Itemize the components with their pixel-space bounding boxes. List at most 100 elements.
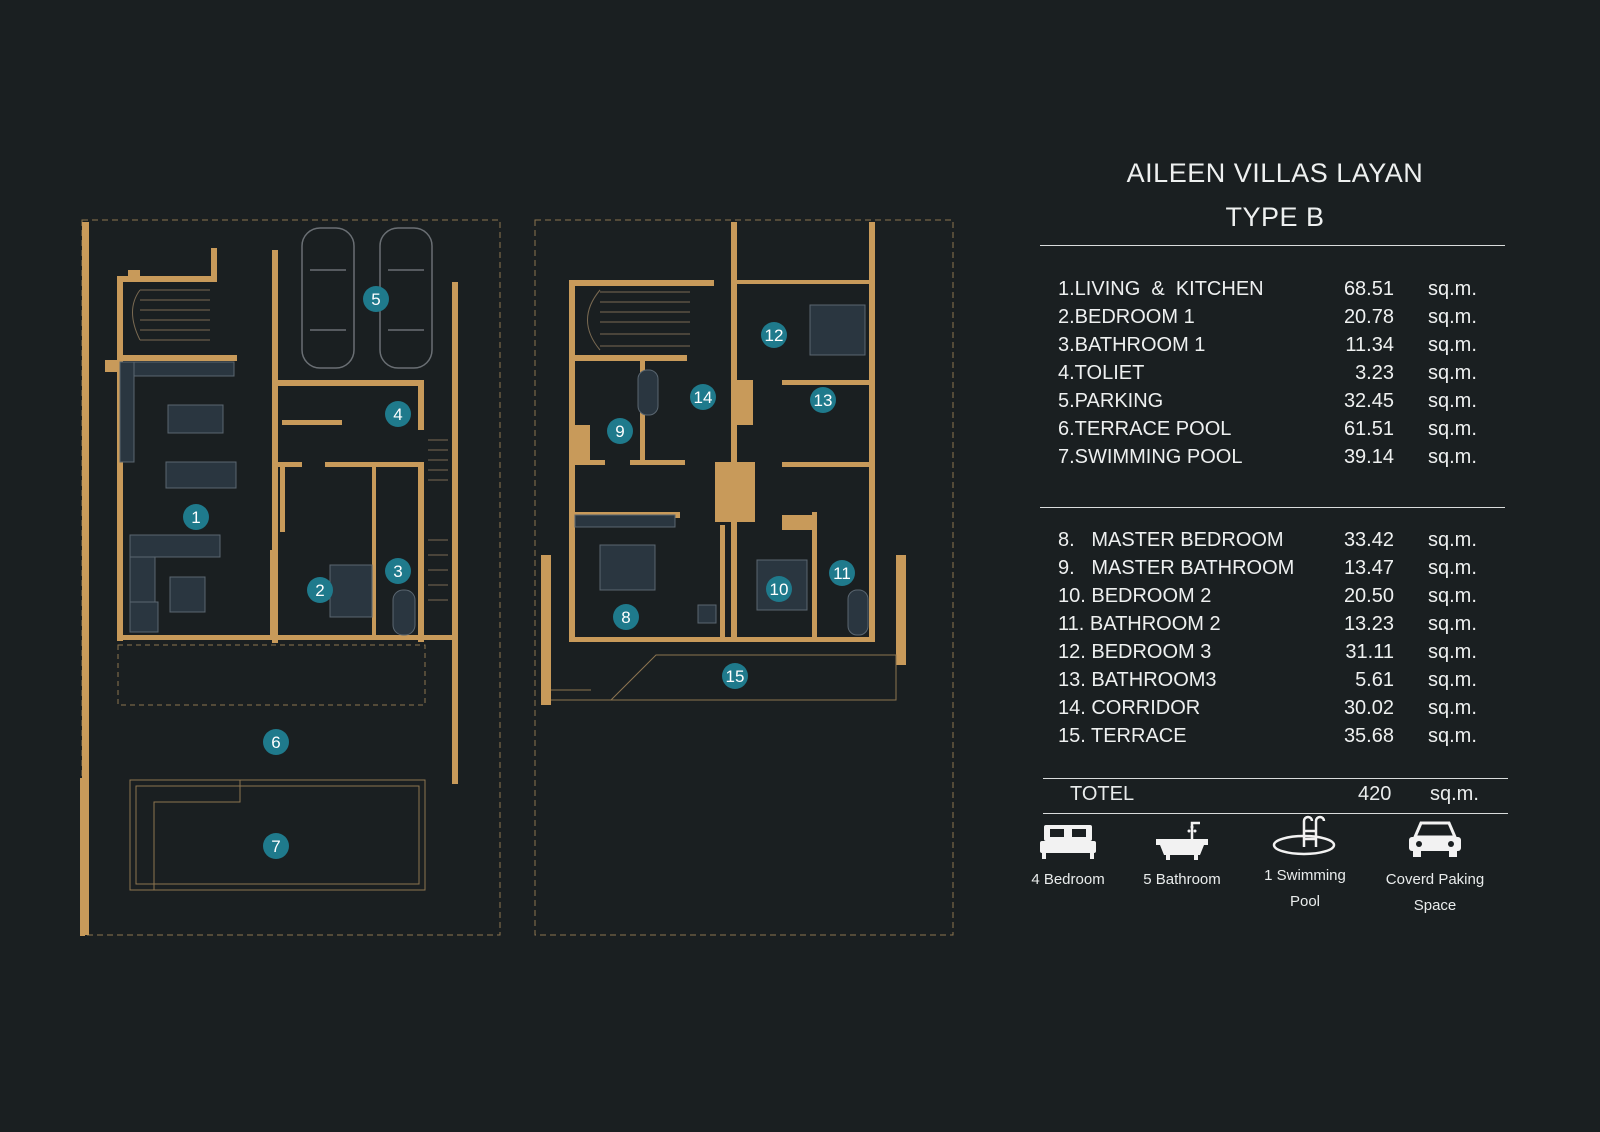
- amenity-label: 1 Swimming: [1264, 867, 1346, 884]
- room-area: 31.11: [1345, 641, 1394, 663]
- room-area: 20.78: [1343, 306, 1394, 328]
- bed-icon: [1040, 825, 1096, 859]
- room-name: 1.LIVING & KITCHEN: [1058, 278, 1264, 300]
- room-unit: sq.m.: [1428, 418, 1477, 440]
- upper-floor-plot-boundary: [534, 219, 954, 936]
- room-row: 3.BATHROOM 1 11.34 sq.m.: [1058, 332, 1498, 360]
- room-unit: sq.m.: [1428, 613, 1477, 635]
- room-marker-10-label: 10: [770, 580, 789, 599]
- room-marker-4-label: 4: [393, 405, 402, 424]
- upper-terrace-outline: [551, 654, 897, 701]
- room-unit: sq.m.: [1428, 446, 1477, 468]
- room-markers: 1 2 3 4 5 6 7 8 9 10 11 12 13 14 15: [183, 286, 855, 859]
- amenity-pool: 1 Swimming Pool: [1245, 815, 1365, 915]
- room-row: 4.TOLIET 3.23 sq.m.: [1058, 360, 1498, 388]
- ground-floor-furniture: [119, 361, 416, 636]
- room-unit: sq.m.: [1428, 669, 1477, 691]
- room-area: 11.34: [1345, 334, 1394, 356]
- room-name: 12. BEDROOM 3: [1058, 641, 1212, 663]
- room-name: 3.BATHROOM 1: [1058, 334, 1206, 356]
- villa-title: AILEEN VILLAS LAYAN: [1126, 158, 1424, 188]
- room-marker-6-label: 6: [271, 733, 280, 752]
- room-name: 2.BEDROOM 1: [1058, 306, 1195, 328]
- room-area: 32.45: [1343, 390, 1394, 412]
- room-row: 12. BEDROOM 3 31.11 sq.m.: [1058, 639, 1498, 667]
- terrace-pool-outline: [117, 644, 426, 891]
- room-row: 11. BATHROOM 2 13.23 sq.m.: [1058, 611, 1498, 639]
- room-marker-15: 15: [722, 663, 748, 689]
- upper-floor-stairs: [587, 289, 690, 351]
- upper-floor-plan: [534, 219, 954, 936]
- room-unit: sq.m.: [1428, 641, 1477, 663]
- amenity-label: 4 Bedroom: [1031, 871, 1105, 888]
- room-marker-4: 4: [385, 401, 411, 427]
- room-name: 7.SWIMMING POOL: [1058, 446, 1243, 468]
- amenity-bathrooms: 5 Bathroom: [1122, 815, 1242, 893]
- room-unit: sq.m.: [1428, 697, 1477, 719]
- room-area: 20.50: [1343, 585, 1394, 607]
- amenity-parking: Coverd Paking Space: [1375, 815, 1495, 919]
- total-value: 420: [1358, 783, 1392, 805]
- room-area: 61.51: [1343, 418, 1394, 440]
- amenity-label-line2: Pool: [1289, 893, 1321, 910]
- room-name: 5.PARKING: [1058, 390, 1164, 412]
- room-unit: sq.m.: [1428, 278, 1477, 300]
- room-marker-2: 2: [307, 577, 333, 603]
- room-name: 4.TOLIET: [1058, 362, 1145, 384]
- room-unit: sq.m.: [1428, 529, 1477, 551]
- room-name: 11. BATHROOM 2: [1058, 613, 1221, 635]
- room-marker-9-label: 9: [615, 422, 624, 441]
- room-marker-13: 13: [810, 387, 836, 413]
- room-marker-10: 10: [766, 576, 792, 602]
- room-marker-7-label: 7: [271, 837, 280, 856]
- room-marker-5-label: 5: [371, 290, 380, 309]
- room-marker-6: 6: [263, 729, 289, 755]
- room-name: 6.TERRACE POOL: [1058, 418, 1232, 440]
- room-marker-15-label: 15: [726, 667, 745, 686]
- car-icon: [1409, 821, 1461, 857]
- room-marker-14-label: 14: [694, 388, 713, 407]
- divider: [1040, 507, 1505, 508]
- divider: [1040, 245, 1505, 246]
- room-row: 7.SWIMMING POOL 39.14 sq.m.: [1058, 444, 1498, 472]
- total-label: TOTEL: [1070, 783, 1135, 805]
- room-marker-3-label: 3: [393, 562, 402, 581]
- room-area: 35.68: [1343, 725, 1394, 747]
- room-marker-3: 3: [385, 558, 411, 584]
- room-name: 9. MASTER BATHROOM: [1058, 557, 1295, 579]
- floor-plans: 1 2 3 4 5 6 7 8 9 10 11 12 13 14 15: [80, 219, 954, 936]
- room-marker-7: 7: [263, 833, 289, 859]
- room-marker-11: 11: [829, 560, 855, 586]
- room-area: 13.23: [1343, 613, 1394, 635]
- room-marker-1: 1: [183, 504, 209, 530]
- room-marker-11-label: 11: [833, 564, 851, 583]
- room-marker-5: 5: [363, 286, 389, 312]
- ground-floor-plot-boundary: [81, 219, 501, 936]
- room-unit: sq.m.: [1428, 334, 1477, 356]
- room-unit: sq.m.: [1428, 306, 1477, 328]
- room-area: 33.42: [1343, 529, 1394, 551]
- total-unit: sq.m.: [1430, 783, 1479, 805]
- room-area: 3.23: [1355, 362, 1394, 384]
- amenity-label: 5 Bathroom: [1143, 871, 1221, 888]
- amenity-label: Coverd Paking: [1385, 871, 1485, 888]
- divider: [1043, 778, 1508, 779]
- room-unit: sq.m.: [1428, 557, 1477, 579]
- room-unit: sq.m.: [1428, 362, 1477, 384]
- room-marker-12-label: 12: [765, 326, 784, 345]
- room-area: 39.14: [1343, 446, 1394, 468]
- room-marker-1-label: 1: [191, 508, 200, 527]
- divider: [1043, 813, 1508, 814]
- room-name: 14. CORRIDOR: [1058, 697, 1201, 719]
- room-marker-8: 8: [613, 604, 639, 630]
- total-row: TOTEL 420 sq.m.: [1070, 783, 1500, 813]
- room-marker-14: 14: [690, 384, 716, 410]
